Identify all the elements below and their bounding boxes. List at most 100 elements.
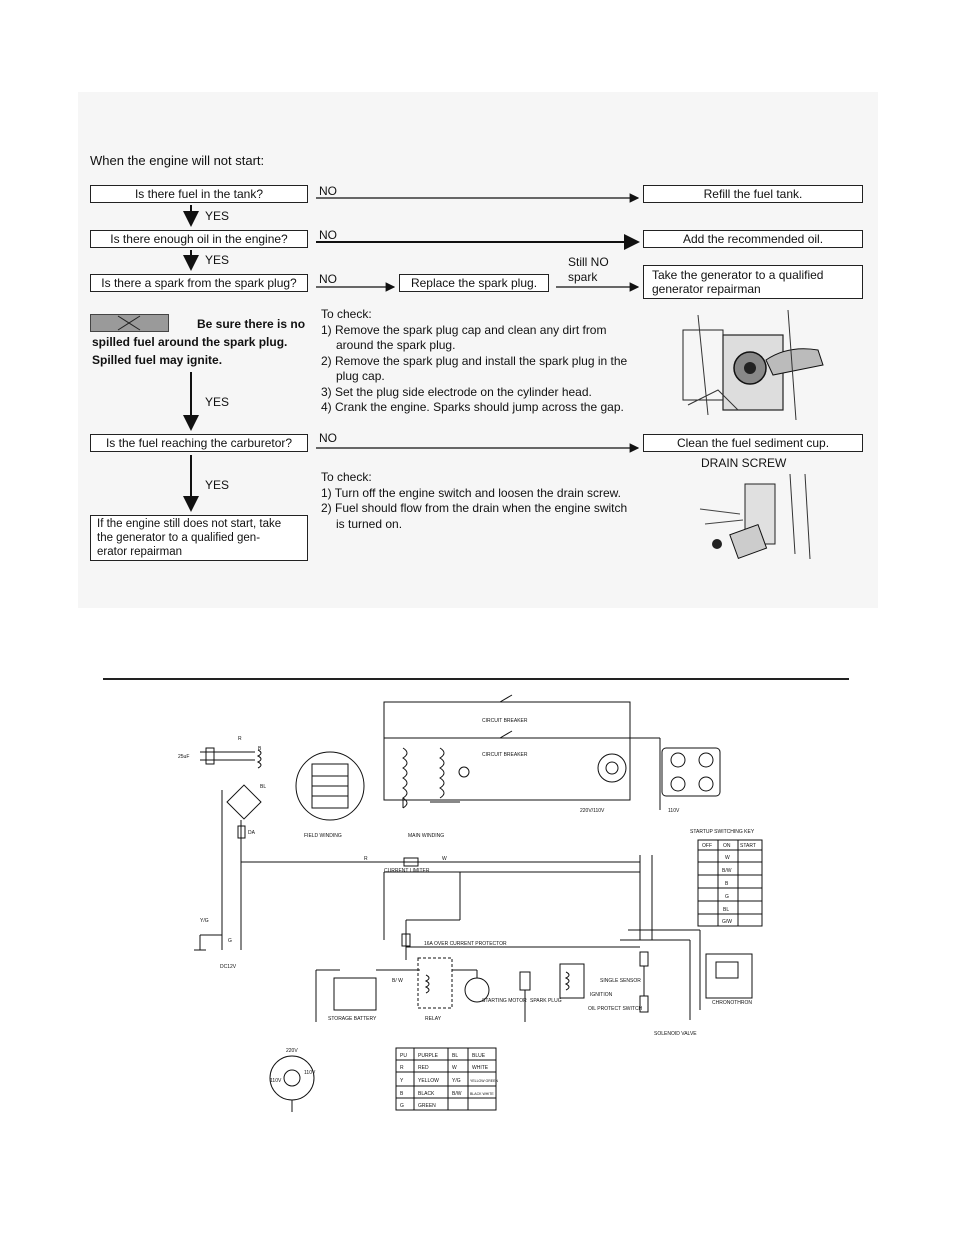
- yes-label-2: YES: [205, 253, 230, 267]
- yes-label-4: YES: [205, 478, 230, 492]
- question-carburetor: Is the fuel reaching the carburetor?: [90, 434, 308, 452]
- key-row-g: G: [725, 894, 729, 900]
- label-220v: 220V: [286, 1048, 298, 1054]
- no-label-2: NO: [319, 228, 337, 242]
- legend-code: Y/G: [452, 1078, 461, 1084]
- check-fuel-line: is turned on.: [336, 516, 403, 531]
- legend-color: BLACK WHITE: [470, 1092, 494, 1096]
- check-spark-line: 2) Remove the spark plug and install the…: [321, 353, 628, 368]
- drain-screw-illustration: [695, 474, 825, 564]
- warning-line1: Be sure there is no: [197, 317, 306, 331]
- label-storage-battery: STORAGE BATTERY: [328, 1016, 377, 1022]
- label-current-limiter: CURRENT LIMITER: [384, 868, 430, 874]
- label-starting-motor: STARTING MOTOR: [482, 998, 527, 1004]
- label-fuse-da: DA: [248, 830, 256, 836]
- legend-color: BLACK: [418, 1091, 435, 1097]
- legend-color: RED: [418, 1065, 429, 1071]
- still-no-spark-line1: Still NO: [568, 255, 609, 269]
- question-spark: Is there a spark from the spark plug?: [90, 274, 308, 292]
- label-chronothron: CHRONOTHRON: [712, 1000, 752, 1006]
- final-line1: If the engine still does not start, take: [97, 518, 282, 530]
- legend-code: R: [400, 1065, 404, 1071]
- question-oil: Is there enough oil in the engine?: [90, 230, 308, 248]
- key-row-bw: B/W: [722, 868, 732, 874]
- wire-code: BL: [260, 784, 266, 790]
- legend-code: PU: [400, 1053, 407, 1059]
- label-capacitor: 25uF: [178, 754, 189, 760]
- final-line2: the generator to a qualified gen-: [97, 532, 261, 544]
- check-fuel-procedure: To check: 1) Turn off the engine switch …: [321, 470, 627, 532]
- legend-code: B: [400, 1091, 404, 1097]
- label-220v-110v: 220V/110V: [580, 808, 605, 814]
- final-line3: erator repairman: [97, 546, 183, 558]
- check-spark-line: 1) Remove the spark plug cap and clean a…: [321, 322, 607, 337]
- answer-sediment-cup: Clean the fuel sediment cup.: [643, 434, 863, 452]
- warning-icon: [90, 314, 169, 332]
- legend-code: G: [400, 1103, 404, 1109]
- label-spark-plug: SPARK PLUG: [530, 998, 562, 1004]
- wire-code: W: [442, 856, 447, 862]
- key-row-gw: G/W: [722, 919, 732, 925]
- warning-line2: spilled fuel around the spark plug.: [92, 335, 288, 349]
- wire-code: R: [364, 856, 368, 862]
- label-110v-a: 110V: [270, 1078, 282, 1084]
- key-row-b: B: [725, 881, 729, 887]
- flowchart-arrows: [183, 193, 640, 512]
- legend-code: W: [452, 1065, 457, 1071]
- legend-color: PURPLE: [418, 1053, 439, 1059]
- spark-plug-illustration: [678, 310, 828, 422]
- key-row-bl: BL: [723, 907, 729, 913]
- yes-label-1: YES: [205, 209, 230, 223]
- repairman-line1: Take the generator to a qualified: [652, 268, 824, 282]
- legend-color: WHITE: [472, 1065, 489, 1071]
- label-startup-key: STARTUP SWITCHING KEY: [690, 829, 755, 835]
- wire-code: B/ W: [392, 978, 403, 984]
- no-label-3: NO: [319, 272, 337, 286]
- label-relay: RELAY: [425, 1016, 442, 1022]
- key-header-on: ON: [723, 843, 731, 849]
- check-spark-line: plug cap.: [336, 369, 385, 383]
- label-field-winding: FIELD WINDING: [304, 833, 342, 839]
- key-row-w: W: [725, 855, 730, 861]
- legend-color: GREEN: [418, 1103, 436, 1109]
- wiring-rule: [103, 678, 849, 680]
- answer-refill: Refill the fuel tank.: [643, 185, 863, 203]
- check-fuel-line: 1) Turn off the engine switch and loosen…: [321, 485, 621, 500]
- answer-repairman-box: Take the generator to a qualified genera…: [643, 265, 863, 299]
- wire-code: Y/G: [200, 918, 209, 924]
- label-main-winding: MAIN WINDING: [408, 833, 444, 839]
- no-label-1: NO: [319, 184, 337, 198]
- check-fuel-line: 2) Fuel should flow from the drain when …: [321, 501, 628, 515]
- label-overcurrent: 16A OVER CURRENT PROTECTOR: [424, 941, 507, 947]
- key-header-start: START: [740, 843, 756, 849]
- wire-code: G: [228, 938, 232, 944]
- wire-code: B: [258, 746, 262, 752]
- key-header-off: OFF: [702, 843, 712, 849]
- yes-label-3: YES: [205, 395, 230, 409]
- repairman-line2: generator repairman: [652, 282, 761, 296]
- label-ignition: IGNITION: [590, 992, 613, 998]
- still-no-spark-line2: spark: [568, 270, 598, 284]
- question-fuel: Is there fuel in the tank?: [90, 185, 308, 203]
- legend-color: BLUE: [472, 1053, 486, 1059]
- check-fuel-title: To check:: [321, 470, 372, 484]
- warning-line3: Spilled fuel may ignite.: [92, 353, 223, 367]
- legend-color: YELLOW: [418, 1078, 439, 1084]
- answer-add-oil: Add the recommended oil.: [643, 230, 863, 248]
- label-dc12v: DC12V: [220, 964, 237, 970]
- check-spark-line: 4) Crank the engine. Sparks should jump …: [321, 400, 624, 414]
- wiring-diagram: CIRCUIT BREAKER CIRCUIT BREAKER 25uF FIE…: [178, 694, 763, 1112]
- flowchart-intro: When the engine will not start:: [90, 153, 265, 168]
- label-110v: 110V: [668, 808, 680, 814]
- legend-code: B/W: [452, 1091, 462, 1097]
- drain-screw-label: DRAIN SCREW: [701, 456, 787, 470]
- label-solenoid-valve: SOLENOID VALVE: [654, 1031, 697, 1037]
- check-spark-line: 3) Set the plug side electrode on the cy…: [321, 384, 592, 399]
- check-spark-title: To check:: [321, 307, 372, 321]
- label-110v-b: 110V: [304, 1070, 316, 1076]
- label-circuit-breaker-2: CIRCUIT BREAKER: [482, 752, 528, 758]
- legend-code: BL: [452, 1053, 458, 1059]
- label-circuit-breaker: CIRCUIT BREAKER: [482, 718, 528, 724]
- no-label-4: NO: [319, 431, 337, 445]
- label-single-sensor: SINGLE SENSOR: [600, 978, 641, 984]
